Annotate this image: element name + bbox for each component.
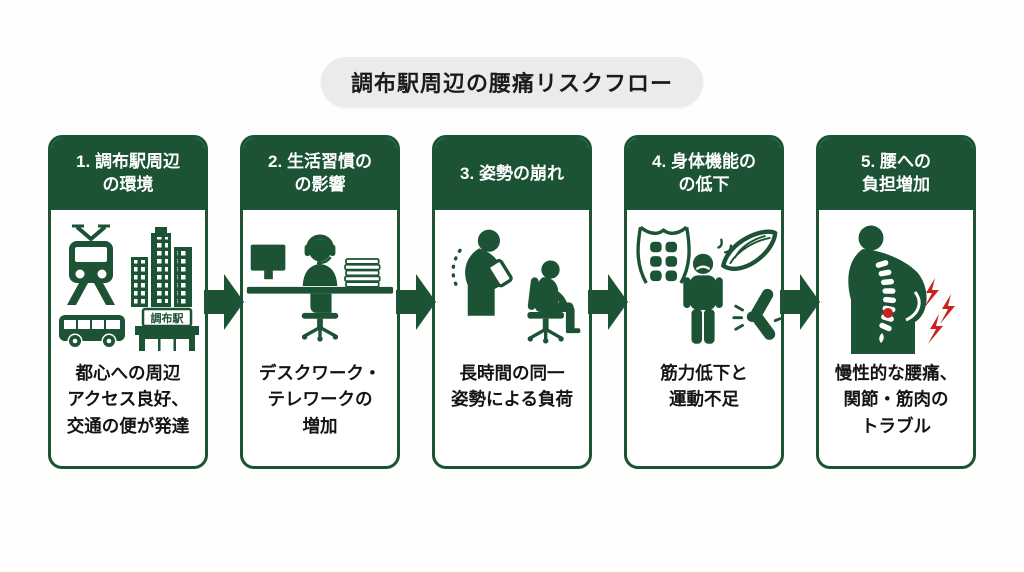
risk-flow: 1. 調布駅周辺 の環境 [48, 135, 976, 469]
fatigued-person-icon [683, 238, 733, 344]
muscle-icon [721, 229, 778, 271]
card-heading: 2. 生活習慣の の影響 [243, 138, 397, 210]
card-heading: 5. 腰への 負担増加 [819, 138, 973, 210]
flow-card-lifestyle: 2. 生活習慣の の影響 [240, 135, 400, 469]
flow-card-posture: 3. 姿勢の崩れ [432, 135, 592, 469]
card-heading: 1. 調布駅周辺 の環境 [51, 138, 205, 210]
card-description: 筋力低下と 運動不足 [660, 363, 748, 410]
back-pain-person-icon [848, 225, 955, 354]
bus-icon [59, 315, 125, 349]
card-heading: 3. 姿勢の崩れ [435, 138, 589, 210]
flow-card-back-burden: 5. 腰への 負担増加 [816, 135, 976, 469]
page-title: 調布駅周辺の腰痛リスクフロー [320, 57, 704, 107]
station-icon: 調布駅 [135, 307, 199, 351]
abs-icon [636, 225, 691, 284]
card-description: 慢性的な腰痛、 関節・筋肉の トラブル [834, 363, 958, 436]
train-icon [67, 224, 115, 305]
card-description: 都心への周辺 アクセス良好、 交通の便が発達 [66, 363, 190, 436]
card-description: デスクワーク・ テレワークの 増加 [258, 363, 382, 436]
flow-card-environment: 1. 調布駅周辺 の環境 [48, 135, 208, 469]
pain-bolts-icon [924, 278, 955, 344]
pain-point-dot [883, 308, 893, 318]
station-sign-text: 調布駅 [151, 311, 184, 325]
environment-icons: 調布駅 [59, 224, 199, 351]
paper-stack-icon [344, 258, 381, 288]
flow-arrow-icon [780, 274, 820, 330]
body-function-icons [636, 225, 781, 344]
desk-worker-icon [246, 234, 394, 342]
card-description: 長時間の同一 姿勢による負荷 [451, 363, 573, 410]
slouched-sitting-person-icon [527, 260, 581, 344]
flow-arrow-icon [396, 274, 436, 330]
joint-pain-icon [732, 288, 781, 340]
posture-icons [451, 229, 581, 344]
buildings-icon [131, 227, 192, 307]
flow-arrow-icon [204, 274, 244, 330]
card-heading: 4. 身体機能の の低下 [627, 138, 781, 210]
hunched-phone-user-icon [451, 229, 513, 316]
flow-arrow-icon [588, 274, 628, 330]
flow-card-body-function: 4. 身体機能の の低下 [624, 135, 784, 469]
